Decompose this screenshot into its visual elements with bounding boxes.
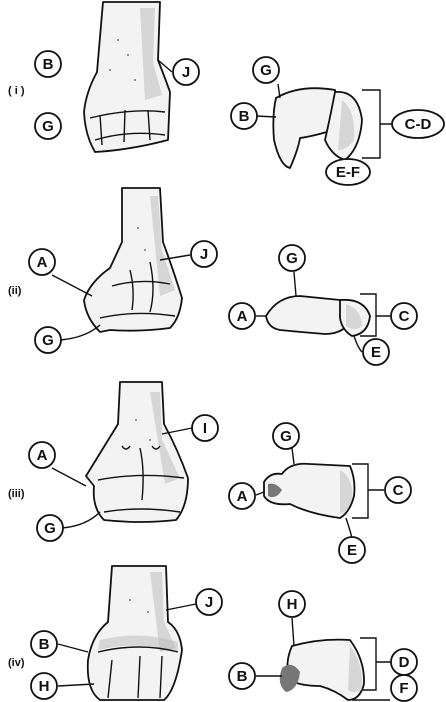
svg-text:D: D <box>399 654 410 671</box>
row-2-label-j: J <box>191 241 217 267</box>
row-3-label-a-distal: A <box>229 483 255 509</box>
row-1-label-e-f: E-F <box>326 159 370 185</box>
row-2-label: (ii) <box>8 285 22 297</box>
row-2-anterior-view <box>84 188 182 332</box>
row-3-label-a-left: A <box>29 442 55 468</box>
svg-text:E-F: E-F <box>336 164 360 181</box>
svg-text:B: B <box>239 108 250 125</box>
row-2-label-a-left: A <box>29 249 55 275</box>
row-1-label-b-bottom: B <box>231 103 257 129</box>
svg-text:A: A <box>37 447 48 464</box>
row-1-label-g-left: G <box>35 113 61 139</box>
row-4-label: (iv) <box>8 657 25 669</box>
svg-text:G: G <box>42 332 54 349</box>
row-3-label: (iii) <box>8 488 25 500</box>
row-3-label-i: I <box>192 415 218 441</box>
svg-text:G: G <box>44 520 56 537</box>
row-3-distal-view <box>264 464 355 518</box>
row-1: ( i ) B G J <box>8 2 444 185</box>
row-2-distal-view <box>266 296 370 336</box>
svg-text:C: C <box>393 482 404 499</box>
row-2-label-g-top: G <box>279 245 305 271</box>
svg-text:G: G <box>42 118 54 135</box>
svg-text:I: I <box>203 420 207 437</box>
svg-text:B: B <box>43 56 54 73</box>
svg-text:J: J <box>182 64 190 81</box>
row-4-label-h-top: H <box>279 591 305 617</box>
row-1-label-c-d: C-D <box>392 110 444 138</box>
row-2-label-e: E <box>363 339 389 365</box>
row-3-label-g-top: G <box>273 423 299 449</box>
row-1-distal-view <box>273 88 362 168</box>
svg-text:A: A <box>237 308 248 325</box>
svg-text:F: F <box>399 680 408 697</box>
row-3-label-g-left: G <box>37 515 63 541</box>
row-4-label-b-left: B <box>31 631 57 657</box>
svg-text:J: J <box>205 594 213 611</box>
svg-text:G: G <box>280 428 292 445</box>
row-4-distal-view <box>280 640 364 700</box>
svg-text:C-D: C-D <box>405 116 432 133</box>
row-2: (ii) A G J <box>8 188 417 365</box>
svg-text:H: H <box>39 678 50 695</box>
svg-text:A: A <box>37 254 48 271</box>
svg-text:G: G <box>286 250 298 267</box>
row-1-label-g-top: G <box>253 57 279 83</box>
row-4-label-d: D <box>391 649 417 675</box>
row-4-label-f: F <box>391 675 417 701</box>
svg-text:E: E <box>347 542 357 559</box>
svg-text:C: C <box>399 308 410 325</box>
svg-text:B: B <box>237 668 248 685</box>
row-4: (iv) B H J <box>8 566 417 701</box>
row-1-anterior-view <box>84 2 172 152</box>
row-2-label-c: C <box>391 303 417 329</box>
row-2-label-g-left: G <box>35 327 61 353</box>
row-4-label-h-left: H <box>31 673 57 699</box>
row-3: (iii) A G I <box>8 382 411 563</box>
row-1-label-b-left: B <box>35 51 61 77</box>
row-4-anterior-view <box>88 566 182 700</box>
row-4-label-j: J <box>196 589 222 615</box>
row-3-label-c: C <box>385 477 411 503</box>
row-3-label-e: E <box>339 537 365 563</box>
svg-text:H: H <box>287 596 298 613</box>
svg-text:B: B <box>39 636 50 653</box>
svg-text:G: G <box>260 62 272 79</box>
row-1-label-j: J <box>173 59 199 85</box>
row-3-anterior-view <box>86 382 188 522</box>
svg-text:J: J <box>200 246 208 263</box>
row-2-label-a-distal: A <box>229 303 255 329</box>
svg-text:E: E <box>371 344 381 361</box>
row-1-label: ( i ) <box>8 85 25 97</box>
row-4-label-b-distal: B <box>229 663 255 689</box>
svg-text:A: A <box>237 488 248 505</box>
